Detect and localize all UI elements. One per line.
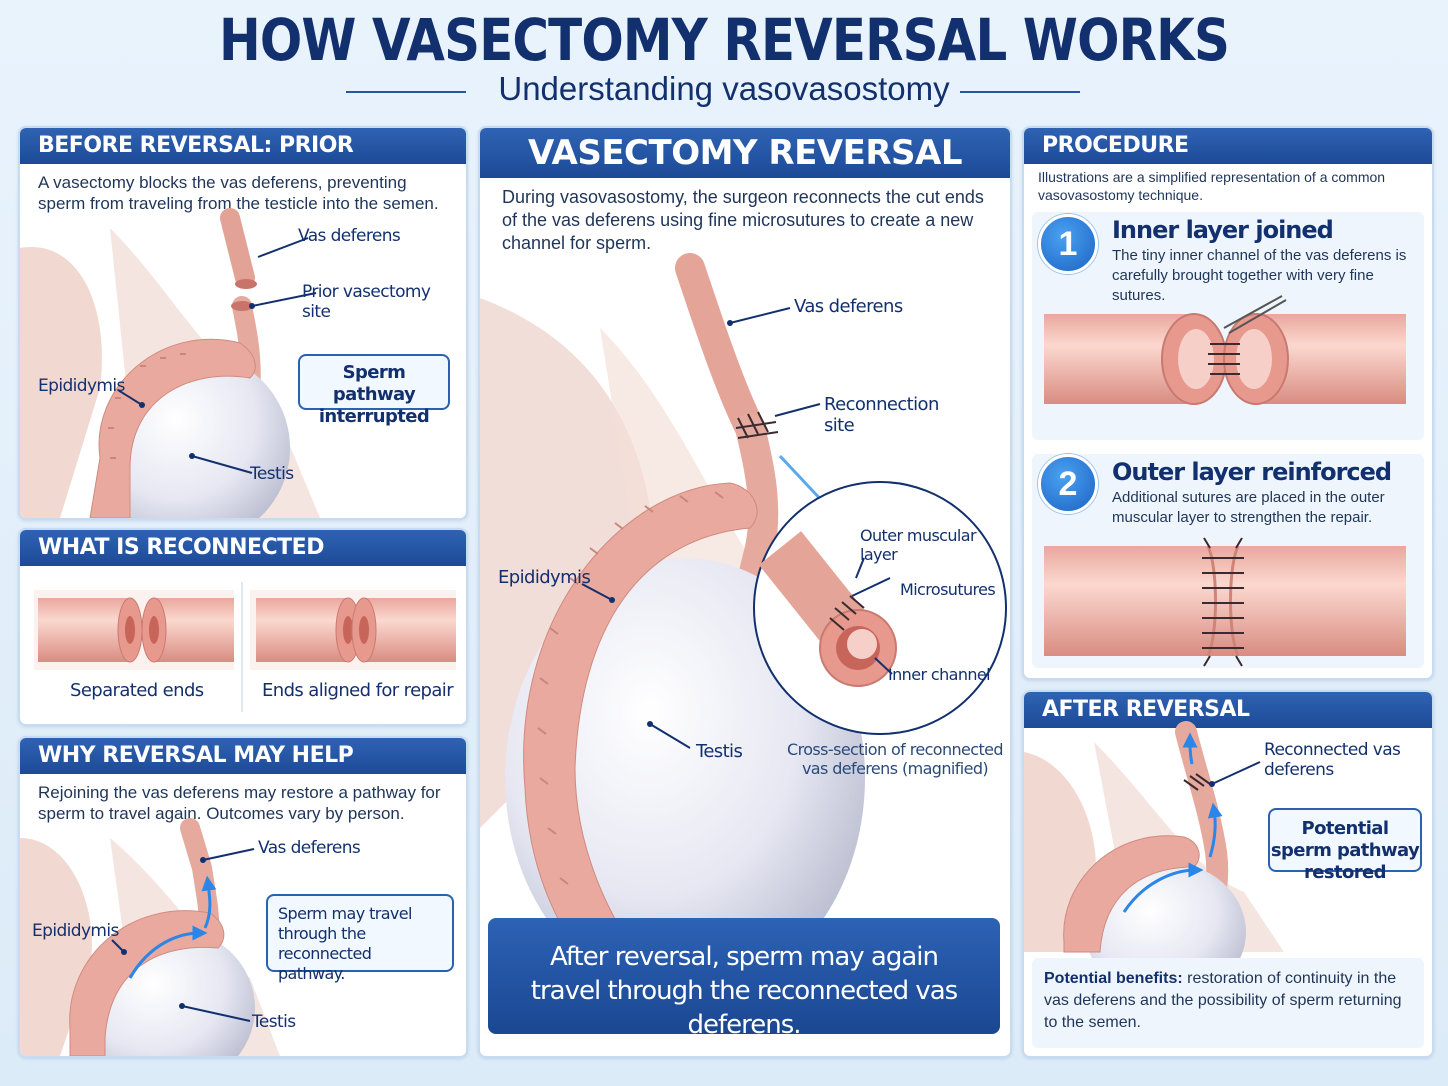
after-benefits-text: restoration of continuity in the vas def… xyxy=(1044,970,1402,1031)
subtitle-rule-right xyxy=(960,91,1080,93)
why-reversal-illustration xyxy=(20,818,280,1056)
step-2-title: Outer layer reinforced xyxy=(1112,458,1392,486)
center-illustration xyxy=(480,253,1007,998)
center-heading: VASECTOMY REVERSAL xyxy=(480,128,1010,178)
before-testis-label: Testis xyxy=(250,464,294,484)
before-vas-label: Vas deferens xyxy=(298,226,401,246)
why-callout: Sperm may travel through the reconnected… xyxy=(266,894,454,983)
center-testis-label: Testis xyxy=(696,741,743,762)
before-reversal-heading: BEFORE REVERSAL: PRIOR VASECTOMY xyxy=(20,128,466,194)
procedure-note: Illustrations are a simplified represent… xyxy=(1038,169,1386,203)
why-testis-label: Testis xyxy=(252,1012,296,1032)
why-reversal-heading: WHY REVERSAL MAY HELP xyxy=(20,738,466,774)
vasectomy-reversal-panel: VASECTOMY REVERSAL During vasovasostomy,… xyxy=(478,126,1012,1058)
before-callout: Sperm pathway interrupted xyxy=(298,354,450,427)
center-text: During vasovasostomy, the surgeon reconn… xyxy=(502,187,984,253)
after-reconnected-label: Reconnected vas deferens xyxy=(1264,740,1401,780)
center-vas-label: Vas deferens xyxy=(794,296,903,317)
center-epididymis-label: Epididymis xyxy=(498,567,591,588)
before-site-label: Prior vasectomy site xyxy=(302,282,431,322)
procedure-panel: PROCEDURE Illustrations are a simplified… xyxy=(1022,126,1434,680)
before-reversal-panel: BEFORE REVERSAL: PRIOR VASECTOMY A vasec… xyxy=(18,126,468,520)
procedure-illustrations xyxy=(1044,295,1406,667)
after-callout: Potential sperm pathway restored xyxy=(1268,808,1422,883)
step-1-text: The tiny inner channel of the vas defere… xyxy=(1112,247,1407,304)
page-subtitle: Understanding vasovasostomy xyxy=(498,70,950,107)
step-2-text: Additional sutures are placed in the out… xyxy=(1112,489,1385,526)
before-reversal-text: A vasectomy blocks the vas deferens, pre… xyxy=(38,173,439,213)
what-reconnected-panel: WHAT IS RECONNECTED Separated ends Ends … xyxy=(18,528,468,726)
page-title: HOW VASECTOMY REVERSAL WORKS xyxy=(218,6,1230,74)
subtitle-rule-left xyxy=(346,91,466,93)
aligned-ends-label: Ends aligned for repair xyxy=(262,680,454,701)
after-benefits-bold: Potential benefits: xyxy=(1044,970,1183,987)
separated-ends-label: Separated ends xyxy=(70,680,204,701)
why-reversal-panel: WHY REVERSAL MAY HELP Rejoining the vas … xyxy=(18,736,468,1058)
center-inner-label: Inner channel xyxy=(888,665,991,684)
center-cross-section-label: Cross-section of reconnected vas deferen… xyxy=(787,740,1004,778)
after-benefits: Potential benefits: restoration of conti… xyxy=(1044,968,1416,1034)
center-reconnection-label: Reconnection site xyxy=(824,394,939,436)
step-1-title: Inner layer joined xyxy=(1112,216,1334,244)
center-outer-label: Outer muscular layer xyxy=(860,526,977,564)
why-reversal-text: Rejoining the vas deferens may restore a… xyxy=(38,783,441,823)
after-reversal-panel: AFTER REVERSAL Reconnected vas deferens … xyxy=(1022,690,1434,1058)
what-reconnected-heading: WHAT IS RECONNECTED xyxy=(20,530,466,566)
why-epididymis-label: Epididymis xyxy=(32,921,119,941)
center-banner: After reversal, sperm may again travel t… xyxy=(488,918,1000,1040)
procedure-heading: PROCEDURE xyxy=(1024,128,1432,164)
after-benefits-bg xyxy=(1032,958,1424,1048)
center-microsutures-label: Microsutures xyxy=(900,580,996,599)
step-2-number: 2 xyxy=(1038,454,1098,514)
step-1-number: 1 xyxy=(1038,214,1098,274)
reconnected-illustration xyxy=(34,582,456,712)
before-epididymis-label: Epididymis xyxy=(38,376,125,396)
before-reversal-illustration xyxy=(20,208,320,518)
after-reversal-heading: AFTER REVERSAL xyxy=(1024,692,1432,728)
why-vas-label: Vas deferens xyxy=(258,838,361,858)
